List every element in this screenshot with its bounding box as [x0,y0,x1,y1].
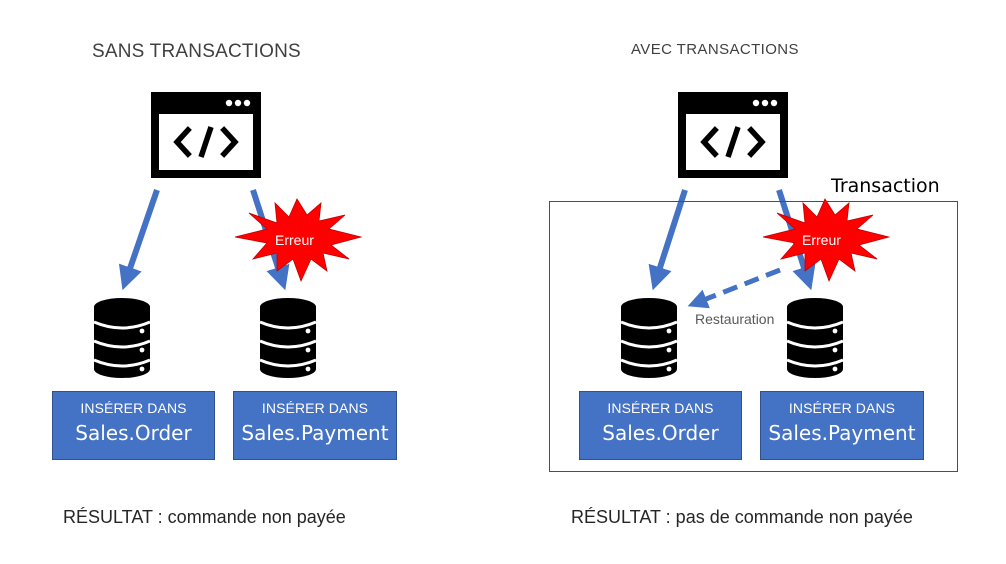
rollback-arrow [687,267,781,309]
database-icon-payment [258,296,318,380]
arrow-to-order [648,189,688,291]
box-line1: INSÉRER DANS [788,400,896,416]
arrow-to-order [118,189,160,291]
database-icon-order [92,296,152,380]
box-line2: Sales.Payment [768,421,916,445]
code-window-icon [151,92,261,178]
error-label: Erreur [275,232,314,248]
box-line1: INSÉRER DANS [607,400,714,416]
transaction-frame [549,201,958,472]
insert-sales-order-box: INSÉRER DANS Sales.Order [579,391,742,460]
insert-sales-payment-box: INSÉRER DANS Sales.Payment [760,391,924,460]
right-result-text: RÉSULTAT : pas de commande non payée [571,507,913,527]
box-line2: Sales.Order [75,421,192,445]
box-line2: Sales.Order [602,421,719,445]
error-label: Erreur [802,232,841,248]
box-line2: Sales.Payment [241,421,389,445]
left-panel-title: SANS TRANSACTIONS [92,41,301,62]
insert-sales-order-box: INSÉRER DANS Sales.Order [52,391,215,460]
right-panel-title: AVEC TRANSACTIONS [631,41,799,58]
transaction-label: Transaction [831,175,940,197]
code-window-icon [678,92,788,178]
box-line1: INSÉRER DANS [261,400,369,416]
left-result-text: RÉSULTAT : commande non payée [63,507,346,527]
insert-sales-payment-box: INSÉRER DANS Sales.Payment [233,391,397,460]
box-line1: INSÉRER DANS [80,400,187,416]
rollback-label: Restauration [695,311,775,327]
